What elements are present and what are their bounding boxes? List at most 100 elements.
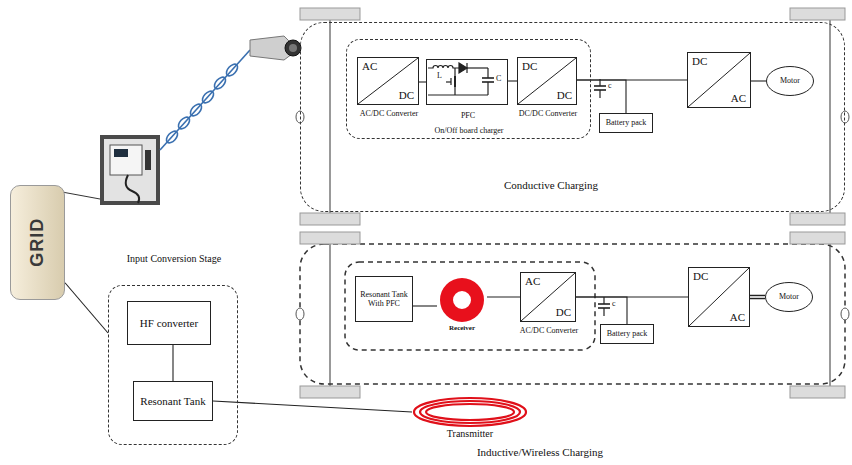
motor-ellipse: Motor [765, 282, 813, 312]
node-label: GRID [27, 218, 48, 267]
callout-label: Inductive/Wireless Charging [477, 446, 603, 459]
wheel [790, 386, 845, 398]
node-label: AC/DC Converter [360, 109, 418, 118]
connector-line [213, 401, 412, 412]
vehicle-outline: ACDCAC/DC ConverterPFCDCDCDC/DC Converte… [300, 22, 845, 212]
connector [750, 297, 765, 298]
connector [751, 81, 766, 82]
switch-symbol [454, 76, 456, 87]
charger-cable [126, 175, 139, 203]
plug-pin [289, 44, 297, 52]
charging-station-photo [100, 135, 160, 205]
text-holder: Resonant Tank With PFC [356, 277, 412, 321]
capacitor-symbol [598, 303, 610, 305]
callout-label: C [496, 74, 501, 83]
node-label: AC [362, 60, 377, 73]
cable-coil [200, 89, 215, 105]
connector-line [65, 283, 108, 333]
node-label: DC [692, 55, 707, 68]
axle [829, 8, 831, 225]
cable-coil [176, 115, 191, 131]
node-label: AC/DC Converter [520, 326, 578, 335]
diagonal-divider [689, 268, 749, 326]
grid-wire [62, 192, 100, 199]
node-label: Conductive Charging [504, 179, 598, 192]
cable-coil [188, 102, 203, 118]
connector-line [508, 80, 517, 81]
converter-box: ACDCAC/DC Converter [520, 272, 576, 322]
node-label: Battery pack [606, 118, 647, 127]
pfc-circuit [428, 63, 494, 95]
car-joint [841, 308, 849, 320]
axle [329, 8, 331, 225]
receiver-coil: Receiver [437, 276, 487, 336]
process-box: HF converter [127, 301, 211, 345]
transmitter-winding [414, 398, 526, 426]
node-label: Receiver [449, 324, 475, 332]
connector-line [750, 295, 765, 300]
charger-group: ACDCAC/DC ConverterPFCDCDCDC/DC Converte… [346, 39, 591, 139]
capacitor-lead [603, 297, 604, 304]
connector [65, 283, 108, 333]
node-label: Resonant Tank [140, 395, 205, 408]
cable-line [160, 50, 250, 150]
node-label: On/Off board charger [434, 126, 503, 135]
coiled-cable [160, 50, 250, 150]
transmitter-winding [426, 404, 514, 420]
connector-line [172, 345, 173, 381]
wheel [300, 386, 360, 398]
motor-outline [766, 283, 813, 312]
inverter-box: DCAC [687, 52, 751, 108]
text-holder: Motor [765, 282, 813, 312]
node-label: Transmitter [447, 428, 493, 440]
plug-socket [285, 40, 301, 56]
node-label: Motor [780, 76, 800, 85]
cable-coil [212, 75, 227, 91]
bottom-car [296, 232, 849, 398]
shaft-gap [750, 296, 765, 298]
circuit-wire [428, 94, 488, 95]
connector-line [487, 296, 520, 297]
motor-outline [767, 67, 814, 96]
wheel [300, 232, 360, 244]
callout-label: L [437, 71, 442, 80]
cable-coil [164, 129, 179, 145]
car-joint [841, 111, 849, 123]
node-label: AC [525, 275, 540, 288]
onboard-charger-outline [345, 262, 595, 350]
text-holder: GRID [11, 186, 64, 299]
text-holder: Resonant Tank [134, 382, 212, 420]
text-holder: HF converter [128, 302, 210, 344]
motor-ellipse: Motor [766, 66, 814, 96]
wheel [300, 8, 360, 20]
node-label: Input Conversion Stage [119, 253, 229, 265]
callout-label: c [608, 81, 612, 90]
charger-unit [110, 145, 142, 175]
charger-screen [114, 149, 128, 157]
connector [577, 80, 626, 113]
connector-line [577, 80, 626, 113]
connector-line [751, 80, 766, 81]
connector-line [413, 305, 437, 306]
process-box: Resonant Tank With PFC [355, 276, 413, 322]
transmitter-winding [420, 401, 520, 423]
node-label: DC [522, 60, 537, 73]
connector-line [419, 81, 426, 82]
diagonal-divider [518, 58, 576, 104]
axle [829, 232, 831, 398]
car-outline [300, 244, 845, 384]
node-label: HF converter [140, 317, 198, 330]
battery-box: Battery pack [600, 324, 654, 344]
circuit-wire [487, 82, 488, 95]
node-label: DC [557, 89, 572, 102]
node-label: DC/DC Converter [519, 109, 577, 118]
node-label: DC [399, 89, 414, 102]
node-label: DC [693, 270, 708, 283]
diagonal-divider [688, 53, 750, 107]
connector [413, 306, 437, 307]
process-box: Resonant Tank [133, 381, 213, 421]
top-car-wheels [296, 8, 849, 225]
node-label: Motor [779, 292, 799, 301]
